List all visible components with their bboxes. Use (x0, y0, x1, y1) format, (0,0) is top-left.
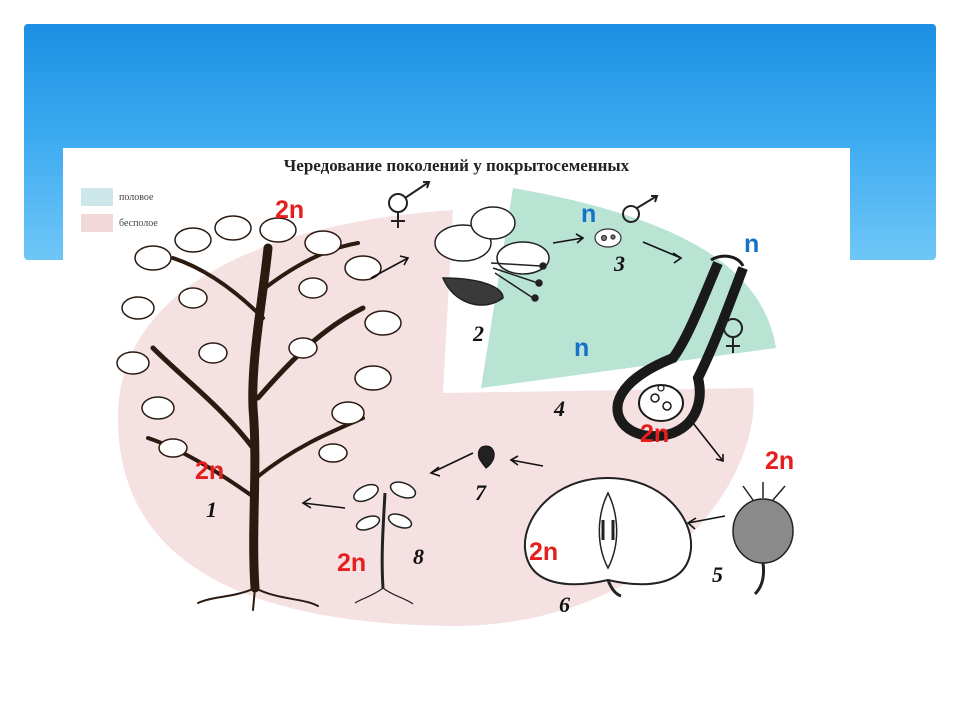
legend-swatch-asexual (81, 214, 113, 232)
stage-number-4: 4 (554, 396, 565, 421)
flower-illustration (434, 206, 550, 306)
stage-number-6: 6 (559, 592, 570, 617)
stage-number-1: 1 (206, 497, 217, 522)
ploidy-label-ovule: n (574, 334, 590, 362)
tree-crown (116, 215, 402, 463)
seedling-illustration (353, 481, 417, 605)
seed-illustration (477, 445, 495, 469)
ploidy-label-tree: 2n (195, 457, 225, 485)
ploidy-label-seedling: 2n (337, 549, 367, 577)
male-arrow-flower (404, 181, 431, 199)
ploidy-label-tube: n (744, 230, 760, 258)
legend-swatch-sexual (81, 188, 113, 206)
life-cycle-figure: Чередование поколений у покрытосеменных … (63, 148, 850, 638)
figure-title: Чередование поколений у покрытосеменных (283, 156, 630, 175)
female-symbol-flower (388, 193, 408, 213)
apple-section-illustration (523, 476, 693, 598)
legend-label-sexual: половое (119, 191, 154, 203)
pollen-grain-illustration (594, 228, 622, 248)
stage-number-3: 3 (614, 251, 625, 276)
stage-number-2: 2 (473, 321, 484, 346)
sex-symbols (388, 181, 743, 353)
ploidy-label-fruit: 2n (765, 447, 795, 475)
stage-number-5: 5 (712, 562, 723, 587)
legend-label-asexual: бесполое (119, 217, 158, 229)
ploidy-label-tree-top: 2n (275, 196, 305, 224)
life-cycle-diagram (116, 181, 794, 626)
ploidy-label-pollen: n (581, 200, 597, 228)
ploidy-label-apple: 2n (529, 538, 559, 566)
pistil-illustration (612, 254, 748, 442)
ploidy-label-zygote: 2n (640, 420, 670, 448)
fruit-hip-illustration (732, 482, 794, 596)
sexual-phase-region (481, 188, 776, 388)
legend-item-asexual: бесполое (81, 214, 158, 232)
cycle-arrows (301, 233, 726, 530)
male-symbol-pollen (622, 205, 640, 223)
stage-number-8: 8 (413, 544, 424, 569)
stage-number-7: 7 (475, 480, 486, 505)
legend-item-sexual: половое (81, 188, 153, 206)
